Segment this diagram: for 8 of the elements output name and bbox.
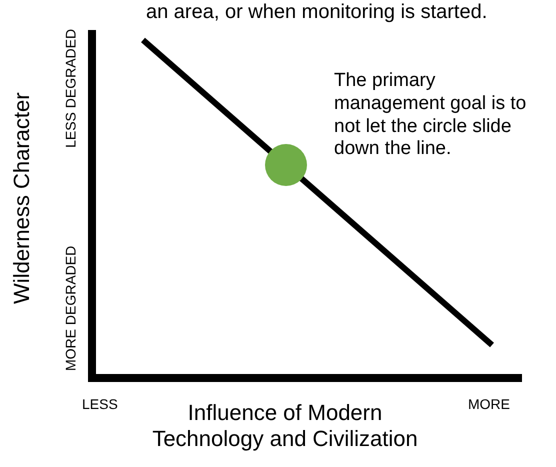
note-text: an area, or when monitoring is started. — [146, 0, 488, 24]
axis-end-label: MORE DEGRADED — [62, 244, 80, 374]
axis-title: Wilderness Character — [8, 91, 35, 306]
axis-title: Influence of Modern Technology and Civilization — [151, 400, 419, 453]
axis-end-label: LESS DEGRADED — [62, 28, 80, 150]
axis-end-label: LESS — [82, 396, 119, 413]
axis-end-label: MORE — [468, 396, 511, 413]
note-text: The primary management goal is to not let the circle slide down the line. — [334, 70, 528, 162]
